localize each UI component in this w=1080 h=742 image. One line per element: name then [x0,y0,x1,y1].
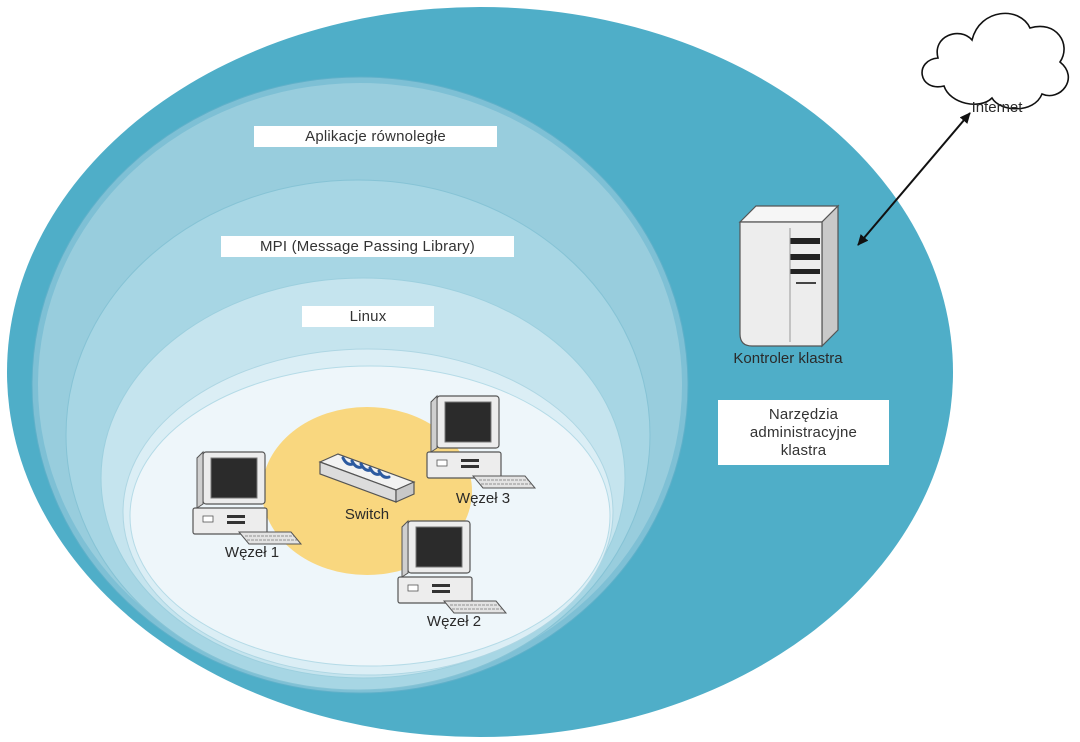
apps-layer-label: Aplikacje równoległe [254,126,497,147]
server-tower-icon [738,204,840,348]
internet-label: Internet [971,99,1023,116]
admin-tools-line1: Narzędzia [768,405,839,423]
node3-label: Węzeł 3 [455,490,511,507]
admin-tools-line2: administracyjne [749,423,858,441]
node1-label: Węzeł 1 [224,544,280,561]
mpi-layer-label: MPI (Message Passing Library) [221,236,514,257]
internet-connection-arrow [857,112,971,246]
cloud-icon [921,12,1070,110]
switch-label: Switch [344,506,390,523]
admin-tools-line3: klastra [780,441,827,459]
admin-tools-label: Narzędzia administracyjne klastra [718,400,889,465]
linux-layer-label: Linux [302,306,434,327]
network-switch-icon [318,453,416,503]
controller-label: Kontroler klastra [733,350,843,367]
node2-label: Węzeł 2 [426,613,482,630]
